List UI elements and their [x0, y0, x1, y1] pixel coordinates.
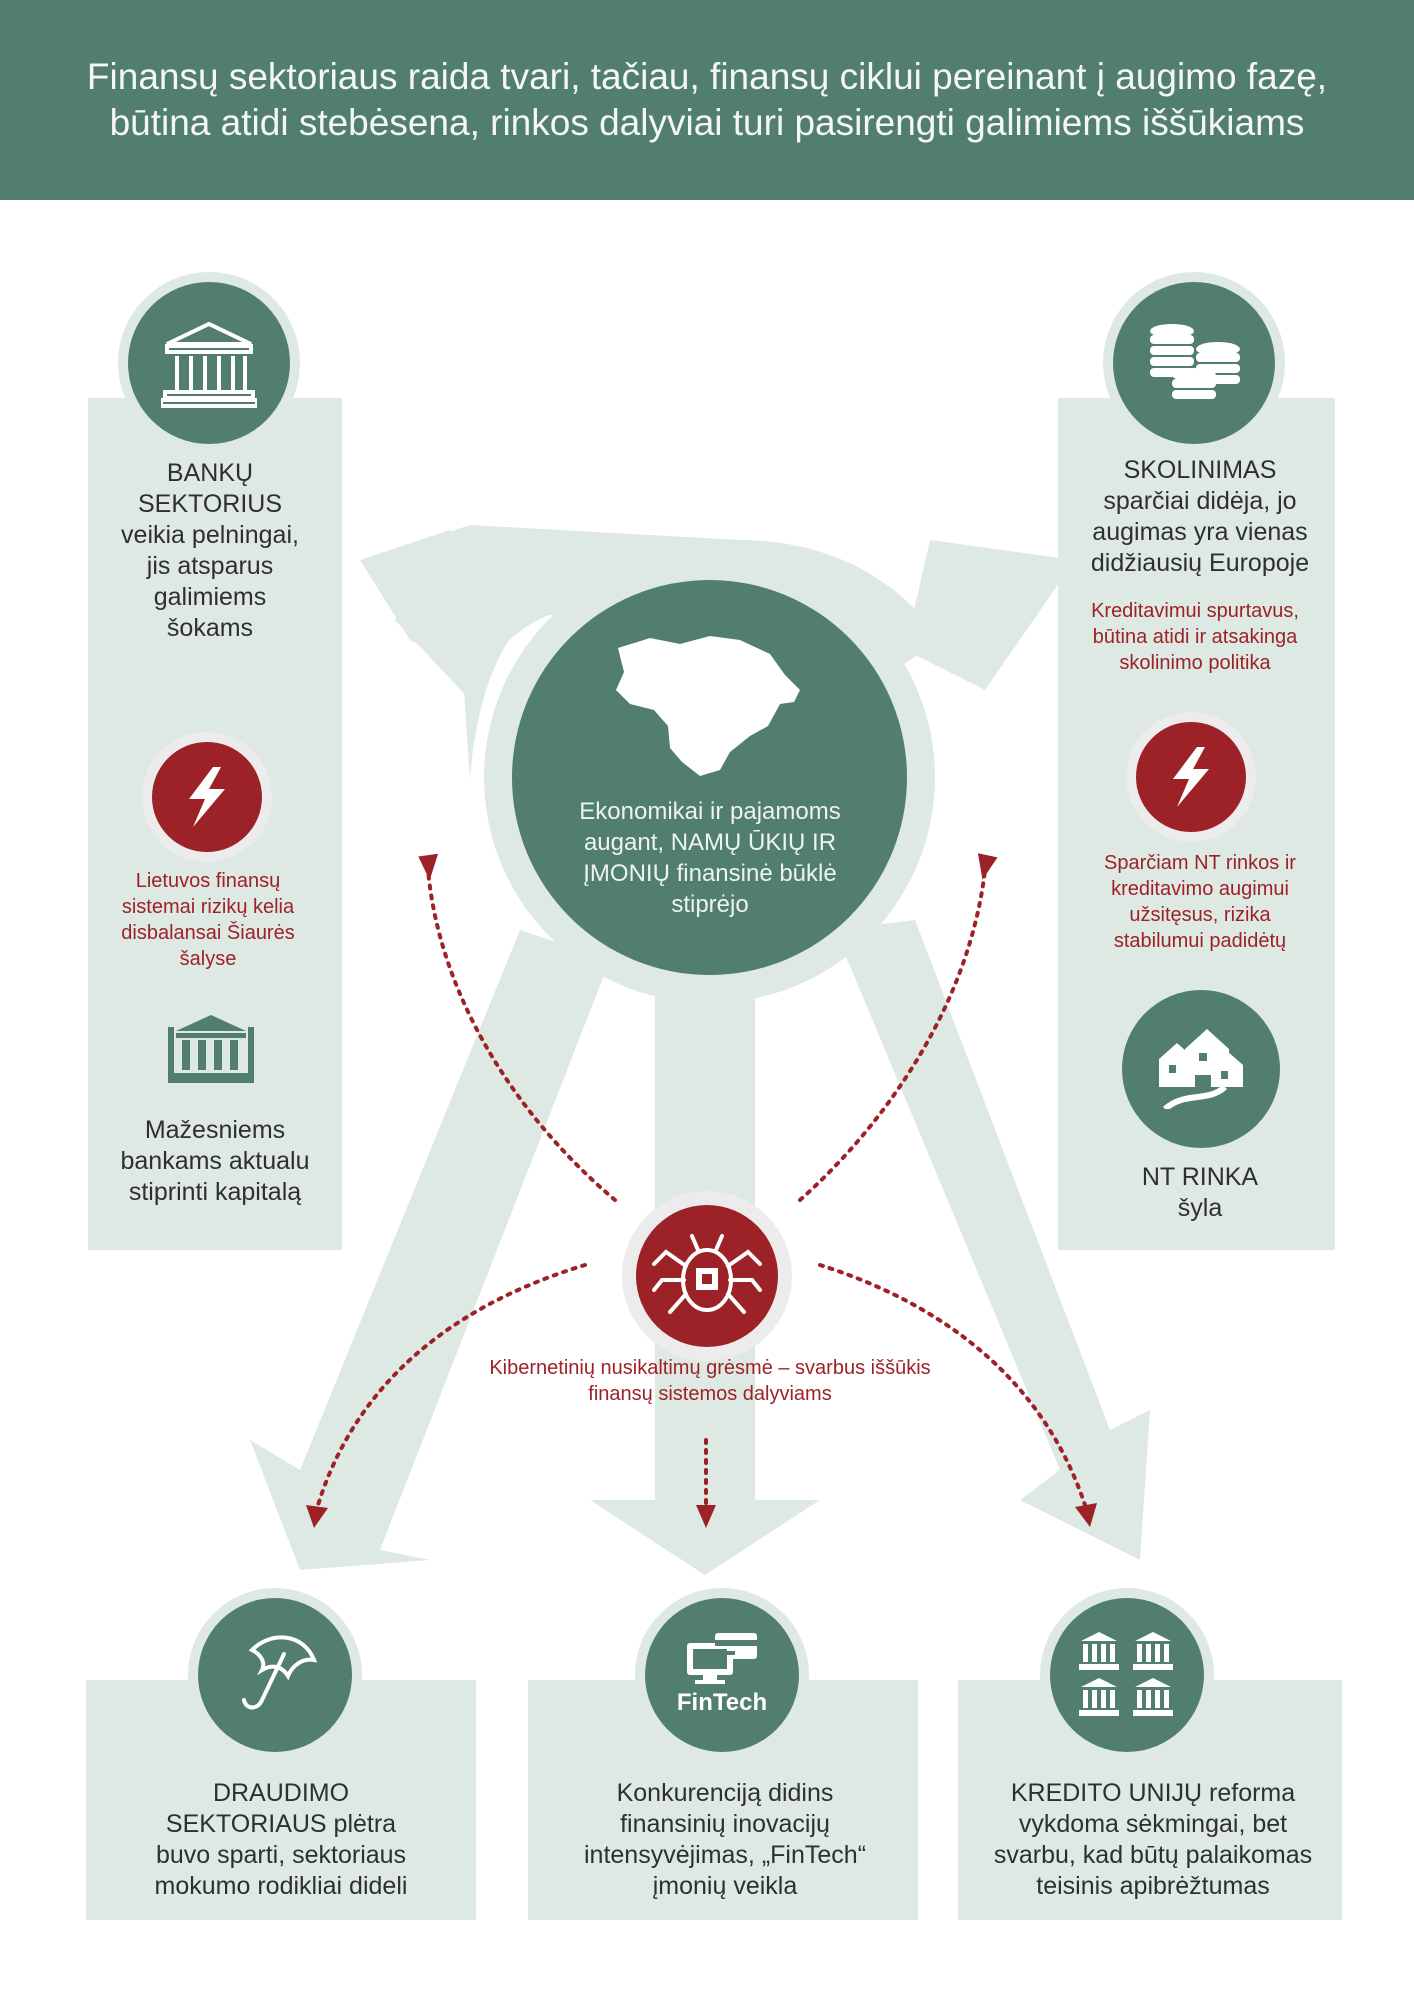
dotted-arrow-upper-left: [426, 868, 617, 1202]
dotted-arrow-lower-right: [818, 1263, 1087, 1507]
lightning-icon: [1173, 747, 1209, 807]
credit-unions-text: KREDITO UNIJŲ reforma vykdoma sėkmingai,…: [993, 1779, 1313, 1900]
bank-icon-circle: [128, 282, 290, 444]
cyber-text: Kibernetinių nusikaltimų grėsmė – svarbu…: [489, 1357, 931, 1405]
lightning-icon: [189, 767, 225, 827]
lending-risk-circle: [1136, 722, 1246, 832]
banks-risk-circle: [152, 742, 262, 852]
header-banner: Finansų sektoriaus raida tvari, tačiau, …: [0, 0, 1414, 200]
realestate-icon-circle: [1122, 990, 1280, 1148]
small-banks-text: Mažesniems bankams aktualu stiprinti kap…: [120, 1116, 310, 1206]
houses-icon: [1159, 1029, 1243, 1109]
insurance-icon-circle: [198, 1598, 352, 1752]
dotted-arrow-lower-left: [316, 1263, 587, 1507]
credit-unions-icon-circle: [1050, 1598, 1204, 1752]
down-left-arrow: [250, 930, 610, 1570]
fintech-icon-circle: FinTech: [645, 1598, 799, 1752]
small-bank-icon: [168, 1015, 254, 1083]
fintech-icon-label: FinTech: [676, 1689, 768, 1716]
dotted-arrow-upper-right: [798, 868, 987, 1202]
fintech-computer-icon: [686, 1633, 757, 1684]
coin-stacks-icon: [1150, 324, 1240, 399]
lending-text: sparčiai didėja, jo augimas yra vienas d…: [1090, 487, 1310, 577]
lending-icon-circle: [1113, 282, 1275, 444]
cyber-circle: [636, 1205, 778, 1347]
fintech-text: Konkurenciją didins finansinių inovacijų…: [583, 1779, 867, 1900]
realestate-text: NT RINKA šyla: [1141, 1163, 1259, 1222]
lending-title: SKOLINIMAS: [1123, 456, 1277, 484]
upper-right-arrowhead: [905, 540, 1075, 690]
cyber-bug-icon: [652, 1234, 762, 1314]
banks-title: BANKŲ SEKTORIUS: [137, 459, 283, 518]
center-text: Ekonomikai ir pajamoms augant, NAMŲ ŪKIŲ…: [579, 798, 841, 918]
down-right-arrow: [835, 920, 1150, 1560]
four-banks-icon: [1079, 1632, 1173, 1716]
lending-risk-text: Sparčiam NT rinkos ir kreditavimo augimu…: [1104, 852, 1296, 952]
banks-risk-text: Lietuvos finansų sistemai rizikų kelia d…: [121, 870, 295, 970]
lithuania-map-icon: [616, 636, 800, 776]
insurance-text: DRAUDIMO SEKTORIAUS plėtra buvo sparti, …: [154, 1779, 408, 1900]
page-title: Finansų sektoriaus raida tvari, tačiau, …: [86, 56, 1328, 143]
umbrella-icon: [242, 1635, 318, 1710]
upper-left-arrowhead: [365, 525, 490, 640]
upper-right-arrow: [740, 540, 940, 680]
banks-text: veikia pelningai, jis atsparus galimiems…: [121, 521, 299, 642]
lending-warning: Kreditavimui spurtavus, būtina atidi ir …: [1091, 600, 1299, 674]
bank-building-icon: [161, 321, 257, 408]
